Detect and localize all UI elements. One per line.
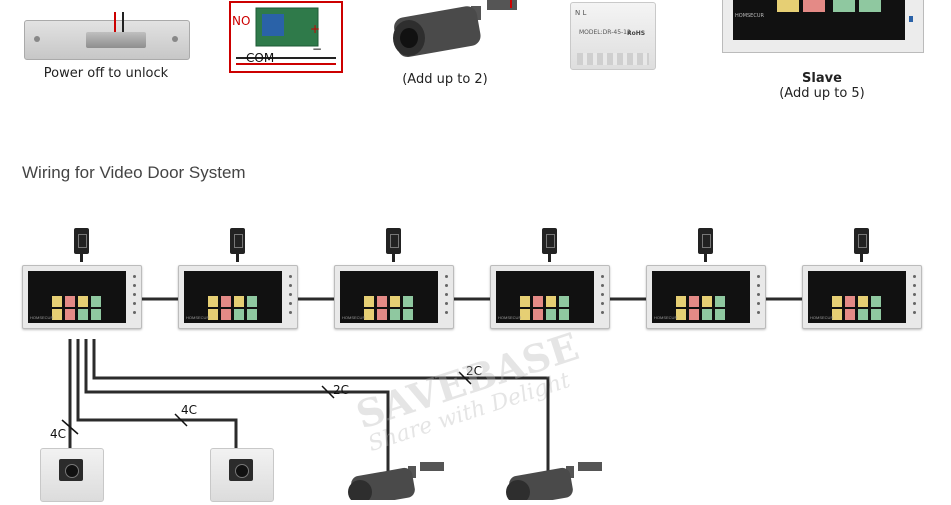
electric-lock <box>24 12 190 60</box>
camera-caption: (Add up to 2) <box>402 72 488 87</box>
cctv-camera-2 <box>504 462 604 505</box>
power-supply: N L MODEL:DR-45-12 RoHS <box>570 2 656 70</box>
section-title: Wiring for Video Door System <box>22 163 246 182</box>
wire-label-cam2: 2C <box>466 364 483 378</box>
monitor-brand: HOMSECUR <box>186 315 210 320</box>
power-adapter-4 <box>542 228 557 262</box>
monitor-brand: HOMSECUR <box>342 315 366 320</box>
lock-caption: Power off to unlock <box>43 66 169 81</box>
monitor-brand: HOMSECUR <box>30 315 54 320</box>
indoor-monitor-1: HOMSECUR <box>22 265 142 329</box>
psu-rohs-label: RoHS <box>627 30 646 37</box>
slave-monitor: HOMSECUR <box>722 0 924 53</box>
door-station-2 <box>210 448 274 502</box>
power-adapter-1 <box>74 228 89 262</box>
psu-model-label: MODEL:DR-45-12 <box>579 29 631 36</box>
power-adapter-2 <box>230 228 245 262</box>
slave-title: Slave <box>802 71 842 86</box>
wire-label-door1: 4C <box>50 427 67 441</box>
relay-module: NO COM + − <box>226 0 346 76</box>
cctv-camera <box>385 0 525 64</box>
relay-minus-label: − <box>312 42 323 56</box>
indoor-monitor-3: HOMSECUR <box>334 265 454 329</box>
relay-com-label: COM <box>246 51 275 65</box>
indoor-monitor-5: HOMSECUR <box>646 265 766 329</box>
psu-pins-label: N L <box>575 9 587 17</box>
indoor-monitor-4: HOMSECUR <box>490 265 610 329</box>
power-adapter-5 <box>698 228 713 262</box>
power-adapter-6 <box>854 228 869 262</box>
relay-plus-label: + <box>310 22 321 36</box>
wire-label-door2: 4C <box>181 403 198 417</box>
slave-brand: HOMSECUR <box>735 13 764 19</box>
relay-no-label: NO <box>232 14 251 28</box>
slave-caption: (Add up to 5) <box>779 86 865 101</box>
indoor-monitor-6: HOMSECUR <box>802 265 922 329</box>
cctv-camera-1 <box>346 462 446 505</box>
indoor-monitor-2: HOMSECUR <box>178 265 298 329</box>
power-adapter-3 <box>386 228 401 262</box>
door-station-1 <box>40 448 104 502</box>
monitor-brand: HOMSECUR <box>654 315 678 320</box>
monitor-brand: HOMSECUR <box>498 315 522 320</box>
monitor-brand: HOMSECUR <box>810 315 834 320</box>
wire-label-cam1: 2C <box>333 383 350 397</box>
